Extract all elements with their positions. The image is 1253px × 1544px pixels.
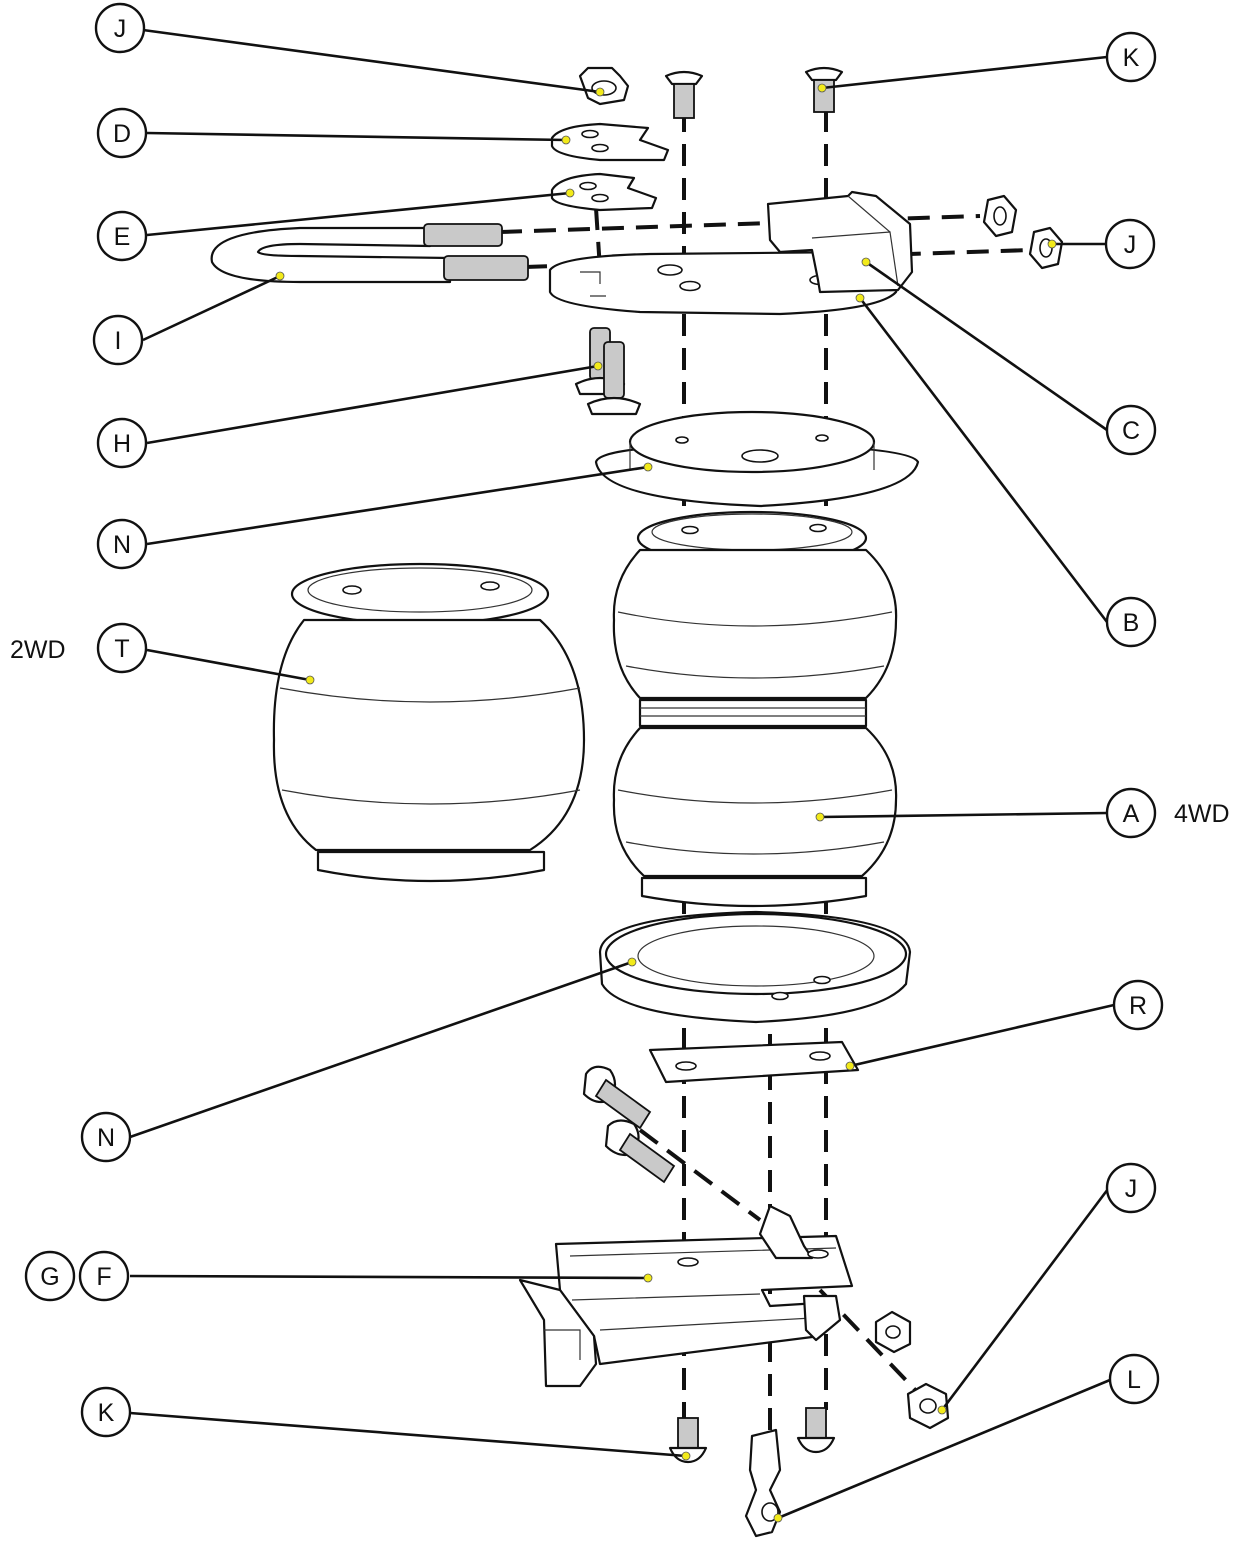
bolt-k-bottom-right — [796, 1407, 836, 1454]
bolt-k-top-left — [664, 70, 704, 119]
svg-text:N: N — [113, 531, 131, 559]
callout-t: T — [96, 622, 148, 674]
plate-d — [550, 122, 670, 162]
carriage-bolts-h — [574, 327, 642, 416]
plate-e — [550, 172, 658, 212]
lower-carriage-bolts — [582, 1065, 676, 1184]
upper-ring-n — [594, 410, 920, 508]
svg-text:R: R — [1129, 992, 1147, 1020]
nut-j-right-front — [1028, 226, 1064, 270]
shim-plate-r — [648, 1040, 860, 1084]
svg-text:L: L — [1127, 1366, 1141, 1394]
air-fitting-l — [744, 1428, 782, 1538]
angle-bracket-c — [766, 190, 914, 294]
callout-f: F — [78, 1250, 130, 1302]
callout-i: I — [92, 314, 144, 366]
callout-l: L — [1108, 1353, 1160, 1405]
nut-j-lower-front — [906, 1382, 950, 1430]
svg-text:D: D — [113, 120, 131, 148]
lower-bracket-fg — [518, 1204, 854, 1388]
nut-j-lower-back — [874, 1310, 912, 1354]
svg-text:I: I — [115, 327, 122, 355]
label-4wd: 4WD — [1174, 800, 1230, 828]
label-2wd: 2WD — [10, 636, 66, 664]
callout-j-right: J — [1104, 218, 1156, 270]
callout-c: C — [1105, 404, 1157, 456]
leader-dots — [275, 83, 1057, 1523]
svg-text:N: N — [97, 1124, 115, 1152]
air-spring-a-4wd — [612, 510, 898, 908]
callout-r: R — [1112, 979, 1164, 1031]
callout-g: G — [24, 1250, 76, 1302]
callout-n-bottom: N — [80, 1111, 132, 1163]
callout-j-bottom: J — [1105, 1162, 1157, 1214]
svg-text:E: E — [114, 223, 131, 251]
svg-text:A: A — [1123, 800, 1140, 828]
callout-k-bottom: K — [80, 1386, 132, 1438]
nut-j-top — [578, 66, 630, 106]
callout-j-top: J — [94, 2, 146, 54]
callout-e: E — [96, 210, 148, 262]
callout-a: A — [1105, 787, 1157, 839]
lower-ring-n — [598, 910, 912, 1024]
svg-text:T: T — [114, 635, 129, 663]
svg-text:G: G — [40, 1263, 59, 1291]
svg-text:B: B — [1123, 609, 1140, 637]
leader-lines — [129, 28, 1115, 1520]
svg-text:C: C — [1122, 417, 1140, 445]
svg-text:J: J — [114, 15, 127, 43]
callout-h: H — [96, 417, 148, 469]
air-spring-t-2wd — [272, 562, 586, 883]
svg-text:J: J — [1125, 1175, 1138, 1203]
svg-text:J: J — [1124, 231, 1137, 259]
svg-text:F: F — [96, 1263, 111, 1291]
nut-j-right-back — [982, 194, 1018, 238]
callout-b: B — [1105, 596, 1157, 648]
svg-text:K: K — [98, 1399, 115, 1427]
u-bolt-i — [210, 223, 529, 284]
callout-n-top: N — [96, 518, 148, 570]
svg-text:H: H — [113, 430, 131, 458]
callout-d: D — [96, 107, 148, 159]
svg-text:K: K — [1123, 44, 1140, 72]
callout-k-top: K — [1105, 31, 1157, 83]
